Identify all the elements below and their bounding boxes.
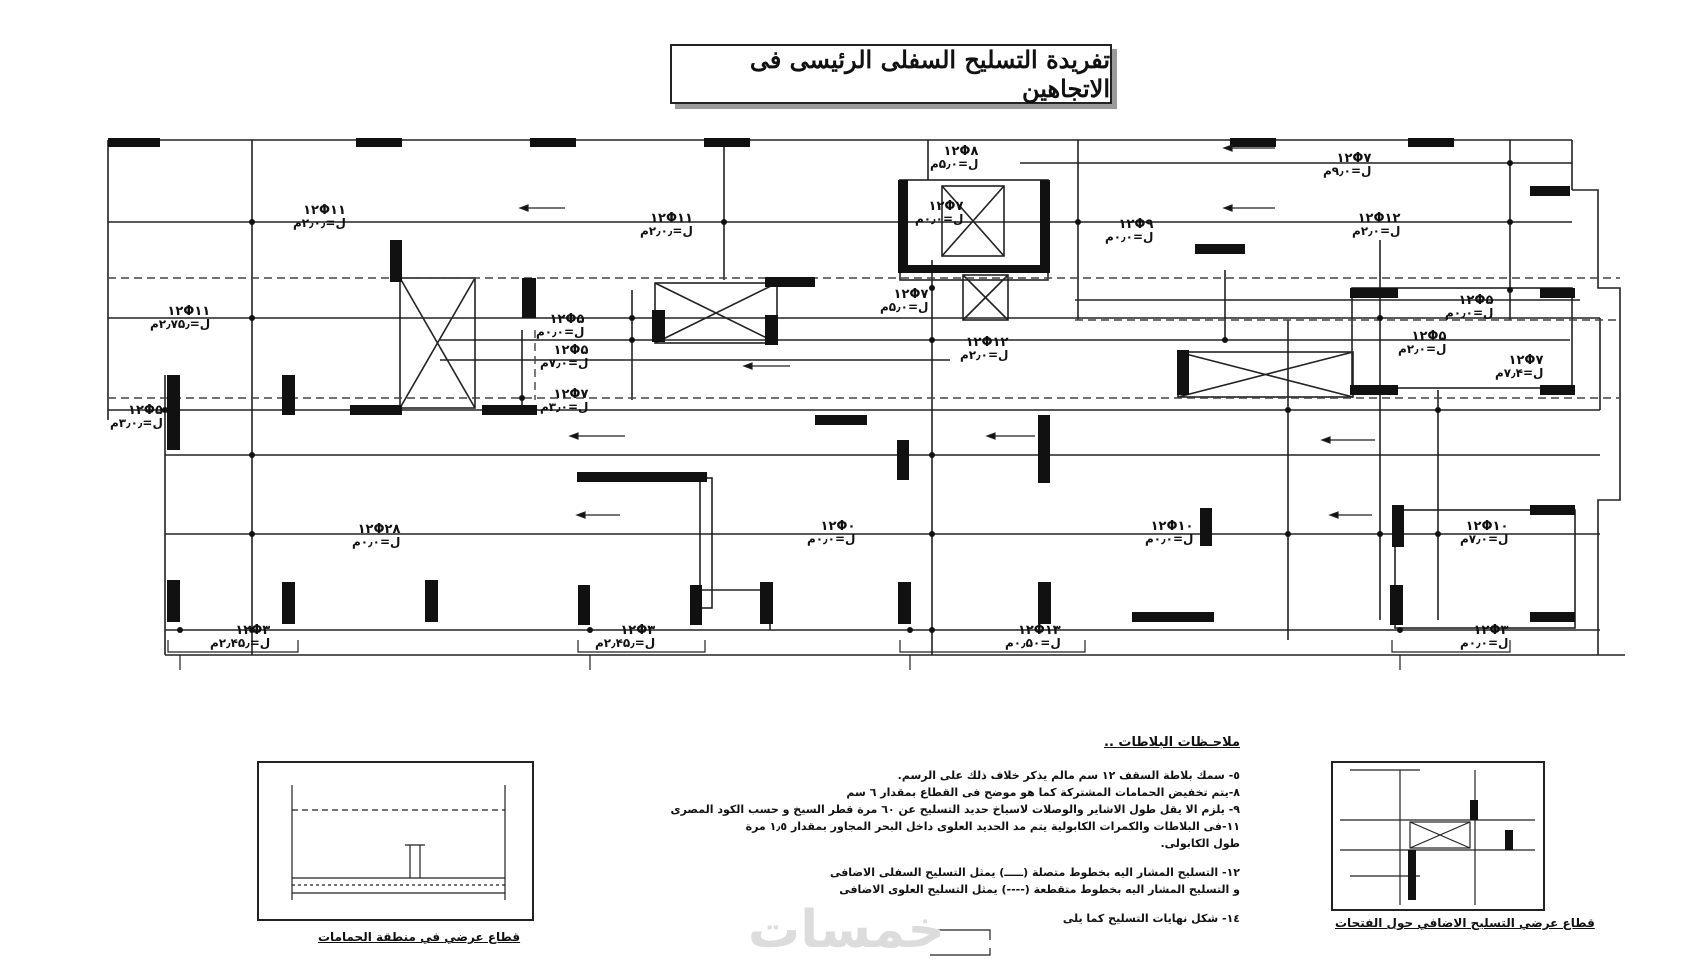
- bar-length: ل=۷٫۰م: [540, 356, 589, 370]
- bar-length: ل=۷٫۴م: [1495, 366, 1544, 380]
- bar-length: ل=۹٫۰م: [1323, 164, 1372, 178]
- bar-spec: ۱۲Φ۷: [553, 387, 589, 402]
- bar-length: ل=۰٫۰م: [1460, 636, 1509, 650]
- bar-length: ل=۳٫۰٫م: [110, 416, 163, 430]
- bar-spec: ۱۲Φ۰: [820, 519, 856, 534]
- bar-spec: ۱۲Φ۱۲: [965, 335, 1009, 350]
- bar-length: ل=۰٫۰م: [1105, 230, 1154, 244]
- bar-length: ل=۰٫۰م: [536, 325, 585, 339]
- section-arrow-icon: [518, 144, 1375, 519]
- bar-length: ل=۲٫۰م: [960, 348, 1009, 362]
- caption-bathroom-section: قطاع عرضي في منطقة الحمامات: [318, 930, 521, 944]
- bar-spec: ۱۲Φ۵: [1411, 329, 1447, 344]
- note-line: ٥- سمك بلاطة السقف ١٢ سم مالم يذكر خلاف …: [897, 769, 1240, 782]
- bar-length: ل=۲٫۰م: [1398, 342, 1447, 356]
- watermark: خمسات: [748, 900, 946, 960]
- bar-length: ل=۲٫۰٫م: [293, 216, 346, 230]
- bar-spec: ۱۲Φ۵: [128, 403, 163, 418]
- bar-spec: ۱۲Φ۷: [1336, 151, 1372, 166]
- bar-length: ل=۰٫۰م: [807, 532, 856, 546]
- bar-length: ل=۲٫۴۵٫م: [210, 636, 271, 650]
- drawing-title-text: تفريدة التسليح السفلى الرئيسى فى الاتجاه…: [749, 45, 1110, 103]
- bar-spec: ۱۲Φ۳: [1473, 623, 1509, 638]
- bar-length: ل=۲٫۷۵٫م: [150, 317, 211, 331]
- bar-length: ل=۰٫۵۰م: [1005, 636, 1061, 650]
- notes-heading: ملاحـظات البلاطات ..: [1104, 735, 1240, 750]
- bar-spec: ۱۲Φ۱۱: [167, 304, 211, 319]
- bar-spec: ۱۲Φ۱۲: [1357, 211, 1401, 226]
- bar-length: ل=۲٫۰م: [1352, 224, 1401, 238]
- bar-length: ل=۲٫۴۵٫م: [595, 636, 656, 650]
- bar-length: ل=۰٫۰م: [915, 212, 964, 226]
- bar-spec: ۱۲Φ۸: [943, 144, 979, 159]
- note-line: طول الكابولى.: [1160, 837, 1240, 850]
- bar-spec: ۱۲Φ۷: [1508, 353, 1544, 368]
- note-line: ٩- يلزم الا يقل طول الاشاير والوصلات لاس…: [670, 803, 1240, 816]
- bar-spec: ۱۲Φ۳: [235, 623, 271, 638]
- bar-length: ل=۵٫۰م: [930, 157, 979, 171]
- note-line: و التسليح المشار اليه بخطوط متقطعة (----…: [839, 883, 1240, 896]
- bar-spec: ۱۲Φ۵: [553, 343, 589, 358]
- bar-length: ل=۰٫۰م: [1445, 306, 1494, 320]
- bar-length: ل=۳٫۰م: [540, 400, 589, 414]
- caption-opening-section: قطاع عرضي التسليح الاضافي حول الفتحات: [1335, 916, 1595, 930]
- bar-spec: ۱۲Φ۱۱: [650, 211, 693, 226]
- bar-spec: ۱۲Φ۲۸: [357, 522, 401, 537]
- bar-length: ل=۰٫۰م: [352, 535, 401, 549]
- bar-spec: ۱۲Φ۷: [928, 199, 964, 214]
- note-line: ١٢- التسليح المشار اليه بخطوط متصلة (ـــ…: [829, 866, 1240, 879]
- bar-length: ل=۷٫۰م: [1460, 532, 1509, 546]
- bar-spec: ۱۲Φ۵: [1458, 293, 1494, 308]
- slab-notes: ملاحـظات البلاطات .. ٥- سمك بلاطة السقف …: [560, 734, 1240, 927]
- note-spacer: [560, 852, 1240, 864]
- bar-spec: ۱۲Φ۱۰: [1150, 519, 1194, 534]
- bar-spec: ۱۲Φ۹: [1118, 217, 1154, 232]
- bar-length: ل=۲٫۰٫م: [640, 224, 693, 238]
- note-line: ١٤- شكل نهايات التسليح كما يلى: [1062, 912, 1240, 925]
- bar-spec: ۱۲Φ۱۰: [1465, 519, 1509, 534]
- drawing-title: تفريدة التسليح السفلى الرئيسى فى الاتجاه…: [670, 44, 1112, 104]
- bar-spec: ۱۲Φ۷: [893, 287, 929, 302]
- bar-length: ل=۰٫۰م: [1145, 532, 1194, 546]
- bar-spec: ۱۲Φ۳: [620, 623, 656, 638]
- bar-spec: ۱۲Φ۵: [549, 312, 585, 327]
- note-line: ٨-يتم تخفيض الحمامات المشتركة كما هو موض…: [846, 786, 1240, 799]
- note-line: ١١-فى البلاطات والكمرات الكابولية يتم مد…: [745, 820, 1240, 833]
- bar-spec: ۱۲Φ۱۱: [303, 203, 346, 218]
- bar-length: ل=۵٫۰م: [880, 300, 929, 314]
- bar-spec: ۱۲Φ۱۳: [1017, 623, 1061, 638]
